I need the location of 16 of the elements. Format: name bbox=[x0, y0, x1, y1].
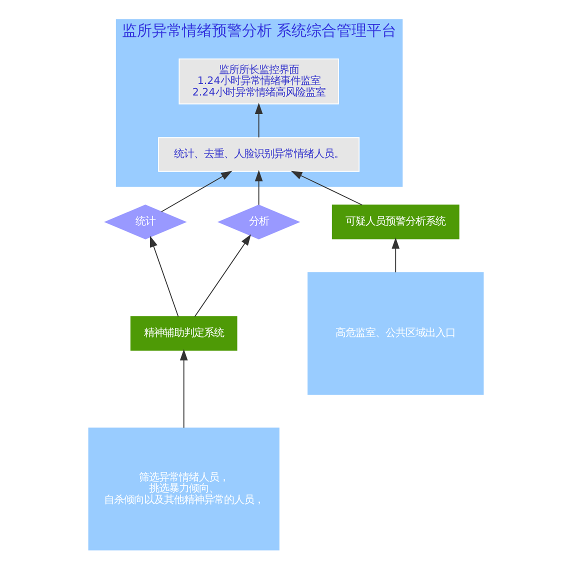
arrow bbox=[254, 170, 263, 206]
node-box: 精神辅助判定系统 bbox=[130, 316, 238, 351]
node-box: 高危监室、公共区域出入口 bbox=[308, 272, 484, 395]
node-box: 监所所长监控界面 1.24小时异常情绪事件监室 2.24小时异常情绪高风险监室 bbox=[178, 58, 339, 104]
node-box: 筛选异常情绪人员， 挑选暴力倾向、 自杀倾向以及其他精神异常的人员， bbox=[88, 428, 280, 550]
arrow bbox=[150, 236, 179, 318]
node-diamond: 统计 bbox=[104, 204, 187, 240]
node-box: 统计、去重、人脸识别异常情绪人员。 bbox=[158, 137, 360, 172]
arrow bbox=[392, 237, 400, 273]
arrow bbox=[194, 234, 252, 318]
arrow bbox=[254, 102, 263, 138]
node-box: 可疑人员预警分析系统 bbox=[332, 204, 460, 240]
arrow bbox=[290, 170, 363, 206]
arrow bbox=[160, 170, 232, 212]
node-diamond: 分析 bbox=[217, 204, 300, 240]
arrow bbox=[180, 349, 188, 428]
